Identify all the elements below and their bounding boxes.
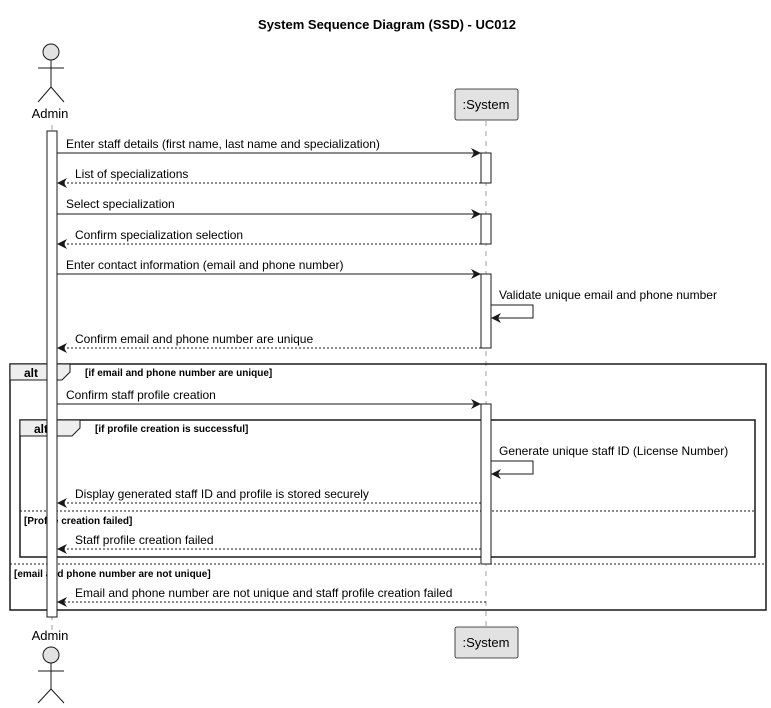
admin-activation-bar: [46, 130, 58, 618]
stick-figure-actor-icon: [37, 646, 65, 704]
actor-label: Admin: [32, 628, 69, 643]
fragment-tab: [9, 363, 71, 381]
actor-admin-bottom: Admin: [32, 628, 69, 704]
participant-label: :System: [463, 635, 510, 650]
actor-label: Admin: [32, 106, 69, 121]
fragment-kind-label: alt: [24, 366, 38, 380]
self-message-arrow: [491, 304, 534, 323]
message-label: Email and phone number are not unique an…: [75, 586, 452, 600]
fragment-guard: [if email and phone number are unique]: [85, 368, 272, 379]
system-activation-bar: [480, 403, 492, 565]
diagram-title: System Sequence Diagram (SSD) - UC012: [258, 17, 516, 32]
fragment-else-guard: [Profile creation failed]: [24, 516, 132, 527]
message-label: Generate unique staff ID (License Number…: [499, 444, 728, 458]
message-label: Validate unique email and phone number: [499, 288, 717, 302]
self-message-arrow: [491, 460, 534, 479]
message-label: Confirm email and phone number are uniqu…: [75, 332, 313, 346]
message-label: Confirm specialization selection: [75, 228, 243, 242]
participant-system-bottom: :System: [454, 626, 519, 659]
system-activation-bar: [480, 213, 492, 245]
fragment-guard: [if profile creation is successful]: [95, 424, 248, 435]
fragment-kind-label: alt: [34, 422, 48, 436]
message-label: List of specializations: [75, 167, 188, 181]
system-activation-bar: [480, 152, 492, 184]
fragment-frame: [19, 419, 756, 558]
fragment-else-guard: [email and phone number are not unique]: [14, 569, 211, 580]
system-activation-bar: [480, 273, 492, 349]
message-label: Enter contact information (email and pho…: [66, 258, 343, 272]
participant-box: [454, 626, 519, 659]
stick-figure-actor-icon: [37, 43, 65, 103]
actor-admin-top: Admin: [32, 43, 69, 121]
participant-box: [454, 88, 519, 121]
participant-system-top: :System: [454, 88, 519, 121]
participant-label: :System: [463, 97, 510, 112]
message-label: Select specialization: [66, 197, 175, 211]
message-label: Confirm staff profile creation: [66, 388, 216, 402]
message-label: Display generated staff ID and profile i…: [75, 487, 369, 501]
message-label: Enter staff details (first name, last na…: [66, 137, 380, 151]
fragment-frame: [9, 363, 767, 611]
message-label: Staff profile creation failed: [75, 533, 214, 547]
